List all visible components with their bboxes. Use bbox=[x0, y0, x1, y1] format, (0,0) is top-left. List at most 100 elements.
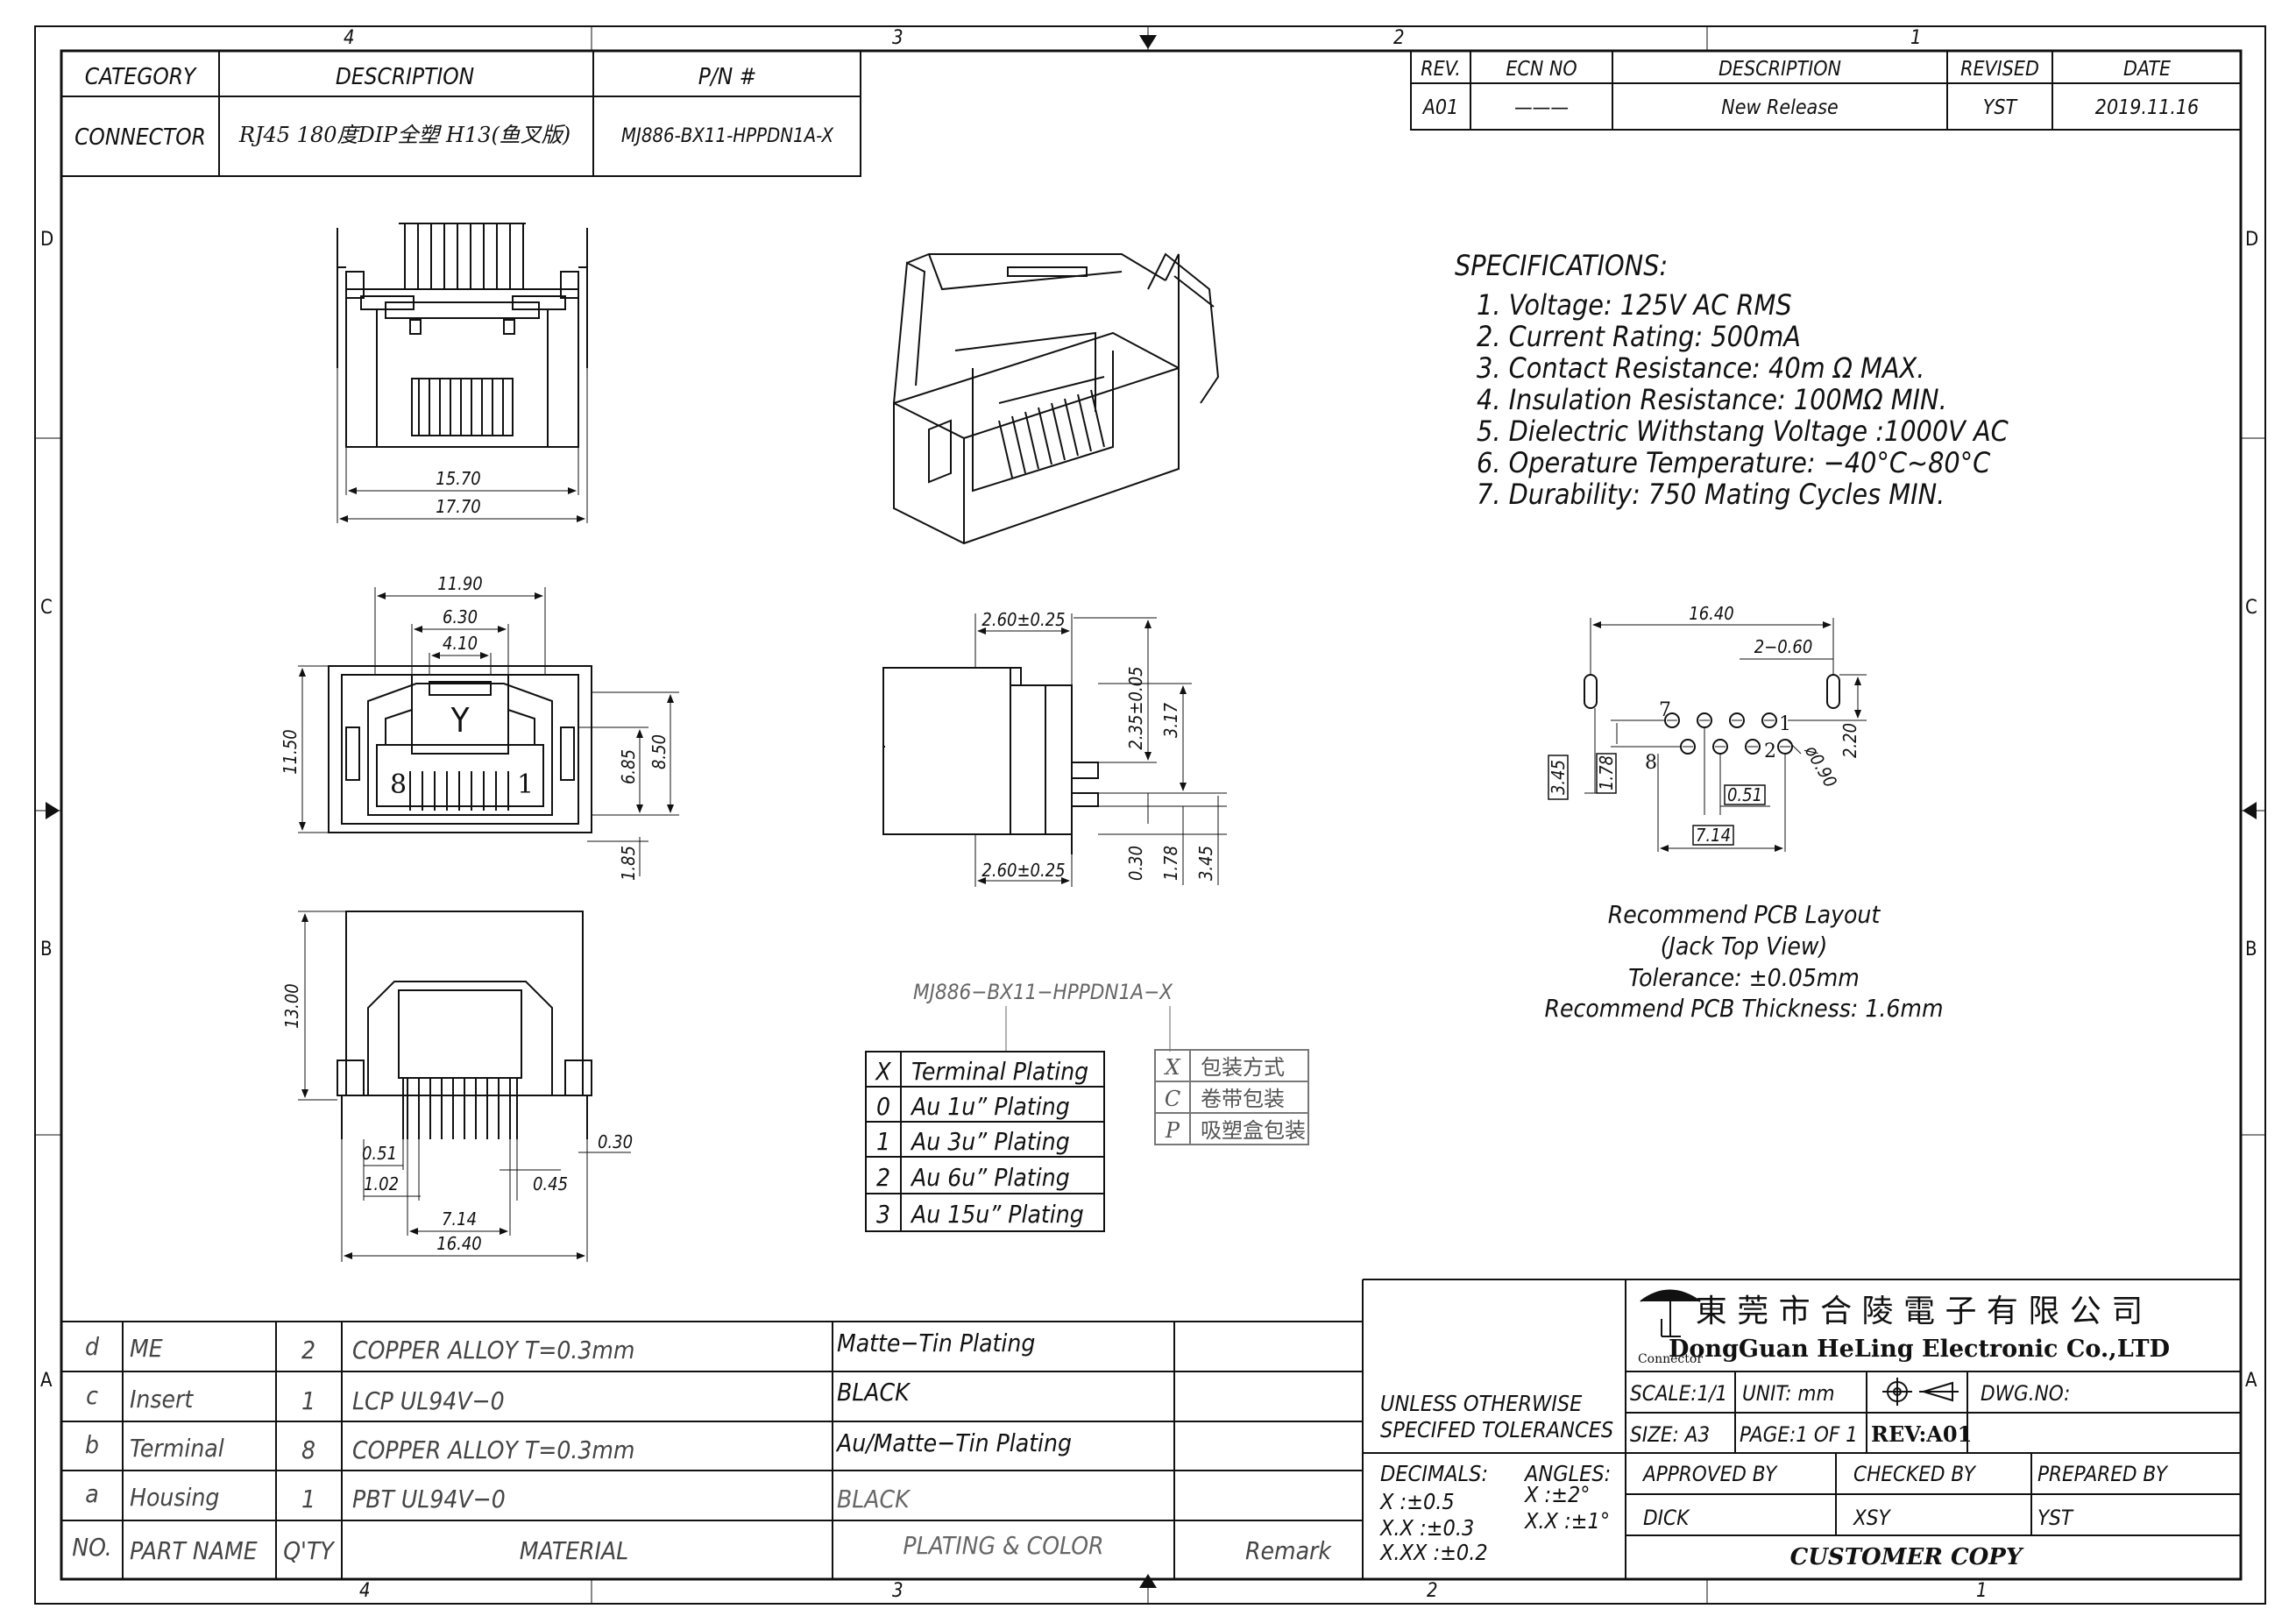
rev-value: A01 bbox=[1421, 96, 1458, 119]
pcb-layout bbox=[1584, 618, 1867, 852]
ecn-header: ECN NO bbox=[1506, 58, 1577, 81]
plating-table: X Terminal Plating 0 Au 1u” Plating 1 Au… bbox=[865, 1051, 1105, 1232]
spec-item: 1. Voltage: 125V AC RMS bbox=[1477, 288, 1792, 322]
plating-desc: Au 3u” Plating bbox=[910, 1127, 1070, 1156]
face-view bbox=[298, 587, 679, 876]
pcb-dim-slot: 2−0.60 bbox=[1754, 636, 1813, 657]
sheet-size: SIZE: A3 bbox=[1630, 1422, 1710, 1447]
pin-8-label: 8 bbox=[390, 769, 407, 800]
plating-code: 1 bbox=[876, 1127, 890, 1156]
pcb-dim-345: 3.45 bbox=[1548, 760, 1569, 795]
dim-185: 1.85 bbox=[618, 846, 639, 881]
tol-a2: X.X :±1° bbox=[1524, 1508, 1610, 1534]
rev-description-header: DESCRIPTION bbox=[1718, 58, 1841, 81]
dim-side-bottom: 2.60±0.25 bbox=[981, 860, 1065, 881]
bom-plating: Au/Matte−Tin Plating bbox=[835, 1428, 1072, 1457]
bom-header-no: NO. bbox=[72, 1533, 112, 1562]
bom-no: a bbox=[85, 1479, 98, 1508]
plating-desc: Au 15u” Plating bbox=[910, 1200, 1084, 1229]
dim-bot-051: 0.51 bbox=[362, 1143, 397, 1164]
zone-bottom-3: 3 bbox=[892, 1580, 904, 1602]
packing-header: 包装方式 bbox=[1201, 1055, 1285, 1080]
dim-1190: 11.90 bbox=[437, 573, 483, 594]
tol-angles: ANGLES: bbox=[1523, 1461, 1611, 1486]
logo-text: Connector bbox=[1638, 1352, 1703, 1366]
approved-header: APPROVED BY bbox=[1641, 1462, 1778, 1486]
bom-name: Housing bbox=[130, 1483, 219, 1512]
tol-a1: X :±2° bbox=[1524, 1482, 1591, 1507]
pcb-note: Recommend PCB Layout (Jack Top View) Tol… bbox=[1545, 900, 1944, 1023]
dim-1150: 11.50 bbox=[280, 729, 301, 775]
pcb-dim-220: 2.20 bbox=[1839, 723, 1860, 758]
pcb-pin1: 1 bbox=[1779, 713, 1791, 735]
dim-side-345: 3.45 bbox=[1195, 846, 1216, 881]
bom-no: d bbox=[85, 1332, 100, 1361]
dwg-no-label: DWG.NO: bbox=[1981, 1381, 2070, 1406]
spec-title: SPECIFICATIONS: bbox=[1455, 249, 1668, 282]
dim-side-030: 0.30 bbox=[1125, 846, 1146, 881]
centering-marks bbox=[46, 35, 2257, 1588]
packing-desc: 吸塑盒包装 bbox=[1201, 1118, 1306, 1143]
date-header: DATE bbox=[2123, 58, 2172, 81]
bom-no: c bbox=[86, 1381, 98, 1410]
pcb-dim-178: 1.78 bbox=[1596, 755, 1617, 790]
pcb-note-line: Tolerance: ±0.05mm bbox=[1628, 963, 1860, 992]
bom-plating: Matte−Tin Plating bbox=[837, 1329, 1035, 1357]
front-top-pins bbox=[399, 223, 526, 289]
zone-top-4: 4 bbox=[344, 27, 355, 49]
bom-table: d ME 2 COPPER ALLOY T=0.3mm Matte−Tin Pl… bbox=[61, 1279, 2241, 1579]
dim-317: 3.17 bbox=[1160, 702, 1181, 738]
zone-top-2: 2 bbox=[1393, 27, 1405, 49]
part-code-text: MJ886−BX11−HPPDN1A−X bbox=[913, 980, 1173, 1004]
pcb-pin7: 7 bbox=[1659, 699, 1671, 721]
zone-bottom-2: 2 bbox=[1427, 1580, 1438, 1602]
dim-side-top: 2.60±0.25 bbox=[981, 609, 1065, 630]
pcb-pin8: 8 bbox=[1645, 752, 1657, 774]
third-angle-projection-icon bbox=[1882, 1378, 1959, 1406]
spec-item: 5. Dielectric Withstang Voltage :1000V A… bbox=[1477, 415, 2009, 448]
iso-contacts bbox=[998, 389, 1105, 478]
pcb-hole-dia: ø0.90 bbox=[1800, 741, 1841, 791]
zone-right-C: C bbox=[2245, 597, 2257, 619]
bom-name: ME bbox=[130, 1334, 163, 1363]
plating-header-x: X bbox=[874, 1057, 891, 1086]
bom-material: COPPER ALLOY T=0.3mm bbox=[352, 1435, 634, 1464]
revised-header: REVISED bbox=[1960, 58, 2039, 81]
tol-d1: X :±0.5 bbox=[1379, 1489, 1455, 1514]
spec-item: 4. Insulation Resistance: 100MΩ MIN. bbox=[1477, 383, 1947, 416]
customer-copy: CUSTOMER COPY bbox=[1790, 1544, 2024, 1570]
bom-qty: 1 bbox=[301, 1386, 315, 1415]
packing-table: X 包装方式 C 卷带包装 P 吸塑盒包装 bbox=[1154, 1049, 1309, 1145]
face-view-labels: 11.90 6.30 4.10 11.50 8.50 6.85 1.85 8 1… bbox=[280, 573, 670, 881]
category-header: CATEGORY bbox=[85, 64, 197, 90]
company-name-en: DongGuan HeLing Electronic Co.,LTD bbox=[1669, 1336, 2170, 1363]
pn-header: P/N # bbox=[698, 64, 757, 90]
packing-desc: 卷带包装 bbox=[1201, 1087, 1285, 1111]
description-value: RJ45 180度DIP全塑 H13(鱼叉版) bbox=[238, 123, 570, 147]
dim-410: 4.10 bbox=[443, 633, 478, 654]
bom-material: LCP UL94V−0 bbox=[352, 1386, 505, 1415]
revised-value: YST bbox=[1983, 96, 2018, 119]
rev-header: REV. bbox=[1421, 58, 1461, 81]
dim-front-outer: 17.70 bbox=[436, 496, 481, 517]
side-view bbox=[882, 613, 1227, 887]
pcb-note-line: Recommend PCB Thickness: 1.6mm bbox=[1545, 994, 1944, 1023]
zone-right-A: A bbox=[2245, 1370, 2257, 1392]
pcb-dim-051: 0.51 bbox=[1727, 784, 1762, 805]
bom-material: COPPER ALLOY T=0.3mm bbox=[352, 1336, 634, 1364]
plating-header: Terminal Plating bbox=[911, 1057, 1088, 1086]
company-name-cn: 東 莞 市 合 陵 電 子 有 限 公 司 bbox=[1696, 1293, 2143, 1329]
bottom-view bbox=[298, 911, 631, 1262]
zone-labels: 4 3 2 1 4 3 2 1 D C B A D C B A bbox=[40, 27, 2258, 1602]
bom-no: b bbox=[85, 1430, 99, 1459]
zone-bottom-4: 4 bbox=[359, 1580, 371, 1602]
pcb-dim-1640: 16.40 bbox=[1689, 603, 1734, 624]
category-value: CONNECTOR bbox=[74, 124, 206, 151]
front-view bbox=[337, 223, 588, 523]
plating-code: 3 bbox=[876, 1200, 890, 1229]
company-logo-icon bbox=[1640, 1289, 1701, 1337]
zone-left-A: A bbox=[40, 1370, 53, 1392]
pcb-dim-714: 7.14 bbox=[1696, 825, 1731, 846]
pin-1-label: 1 bbox=[517, 769, 534, 800]
